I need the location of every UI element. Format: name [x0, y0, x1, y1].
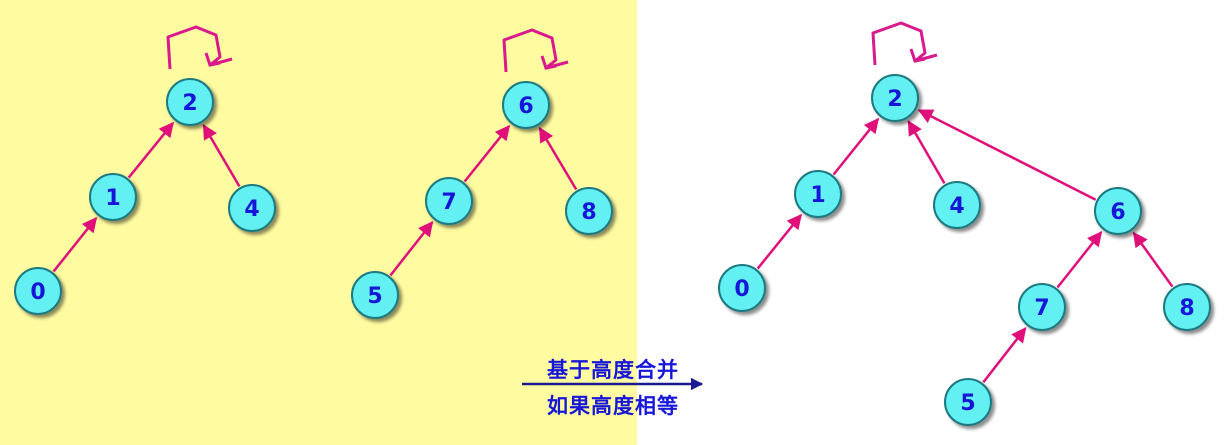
- node-6-right: 6: [1094, 187, 1142, 235]
- self-loop-root-2-left-head: [204, 52, 221, 67]
- node-2-left: 2: [166, 78, 214, 126]
- node-1-left: 1: [89, 173, 137, 221]
- edge-4-to-2-right: [907, 120, 946, 184]
- edge-0-to-1-left: [52, 216, 98, 273]
- edge-7-to-6-right: [1056, 230, 1103, 289]
- svg-text:7: 7: [1034, 296, 1049, 321]
- edge-1-to-2-left: [127, 121, 174, 179]
- svg-text:4: 4: [244, 197, 259, 222]
- edge-8-to-6-left: [538, 126, 578, 191]
- edge-0-to-1-right: [756, 213, 802, 270]
- caption-union-by-height: 基于高度合并: [547, 358, 679, 382]
- caption-if-heights-equal: 如果高度相等: [547, 394, 679, 418]
- svg-text:2: 2: [887, 87, 902, 112]
- edge-7-to-6-left: [463, 124, 511, 183]
- node-5-right: 5: [944, 378, 992, 426]
- svg-text:0: 0: [30, 280, 45, 305]
- self-loop-root-6-left-head: [540, 55, 557, 70]
- svg-text:7: 7: [441, 190, 456, 215]
- edge-4-to-2-left: [202, 124, 241, 188]
- self-loop-root-6-left: [502, 28, 569, 73]
- svg-text:6: 6: [1110, 200, 1125, 225]
- edge-5-to-7-right: [982, 327, 1027, 384]
- before-panel-background: [0, 0, 637, 445]
- node-8-right: 8: [1163, 283, 1211, 331]
- node-5-left: 5: [351, 271, 399, 319]
- node-8-left: 8: [565, 187, 613, 235]
- node-7-left: 7: [425, 177, 473, 225]
- self-loop-root-2-left: [166, 25, 233, 70]
- svg-text:2: 2: [182, 91, 197, 116]
- svg-text:1: 1: [105, 186, 120, 211]
- self-loop-root-2-right-head: [909, 48, 926, 63]
- svg-text:8: 8: [1179, 296, 1194, 321]
- node-2-right: 2: [871, 74, 919, 122]
- node-7-right: 7: [1018, 283, 1066, 331]
- svg-text:4: 4: [949, 194, 964, 219]
- node-6-left: 6: [502, 81, 550, 129]
- node-0-right: 0: [718, 264, 766, 312]
- edges-layer: [52, 109, 1174, 384]
- node-4-left: 4: [228, 184, 276, 232]
- self-loop-root-2-right: [871, 21, 938, 66]
- node-1-right: 1: [794, 170, 842, 218]
- self-loops-layer: [166, 21, 938, 73]
- svg-text:1: 1: [810, 183, 825, 208]
- node-4-right: 4: [933, 181, 981, 229]
- edge-8-to-6-right: [1132, 231, 1174, 288]
- svg-text:8: 8: [581, 200, 596, 225]
- svg-text:6: 6: [518, 94, 533, 119]
- svg-text:5: 5: [960, 391, 975, 416]
- svg-text:5: 5: [367, 284, 382, 309]
- node-0-left: 0: [14, 267, 62, 315]
- svg-text:0: 0: [734, 277, 749, 302]
- edge-6-to-2-right: [917, 109, 1097, 201]
- edge-1-to-2-right: [832, 117, 880, 176]
- edge-5-to-7-left: [389, 221, 434, 277]
